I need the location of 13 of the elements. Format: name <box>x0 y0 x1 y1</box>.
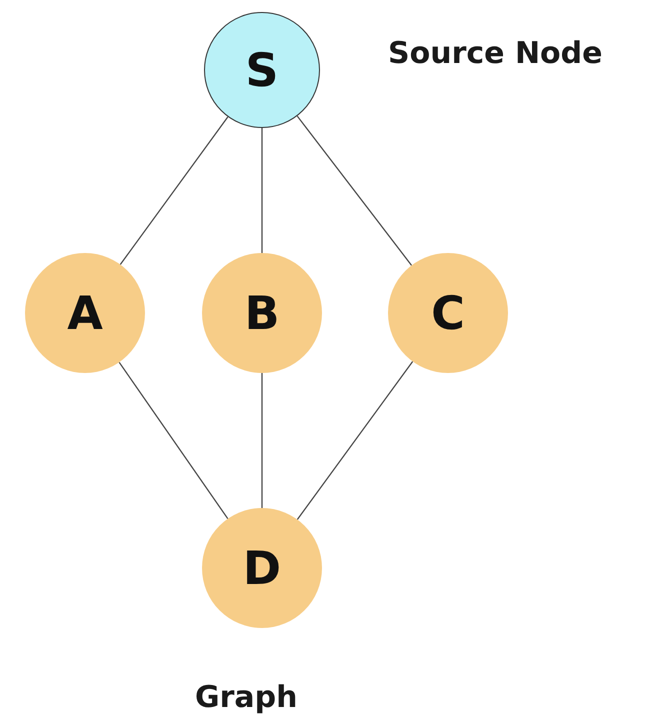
connector-line <box>118 362 228 520</box>
connector-line <box>296 361 414 520</box>
node-label: S <box>245 43 279 97</box>
node-label: A <box>67 286 103 340</box>
node-label: B <box>244 286 280 340</box>
node-caption: Source Node <box>388 36 602 71</box>
connector-line <box>120 116 228 265</box>
connector-line <box>261 373 263 508</box>
connector-line <box>261 128 263 253</box>
connector-line <box>296 116 412 266</box>
node-label: C <box>431 286 465 340</box>
diagram-caption: Graph <box>195 680 298 715</box>
node-label: D <box>242 541 282 595</box>
